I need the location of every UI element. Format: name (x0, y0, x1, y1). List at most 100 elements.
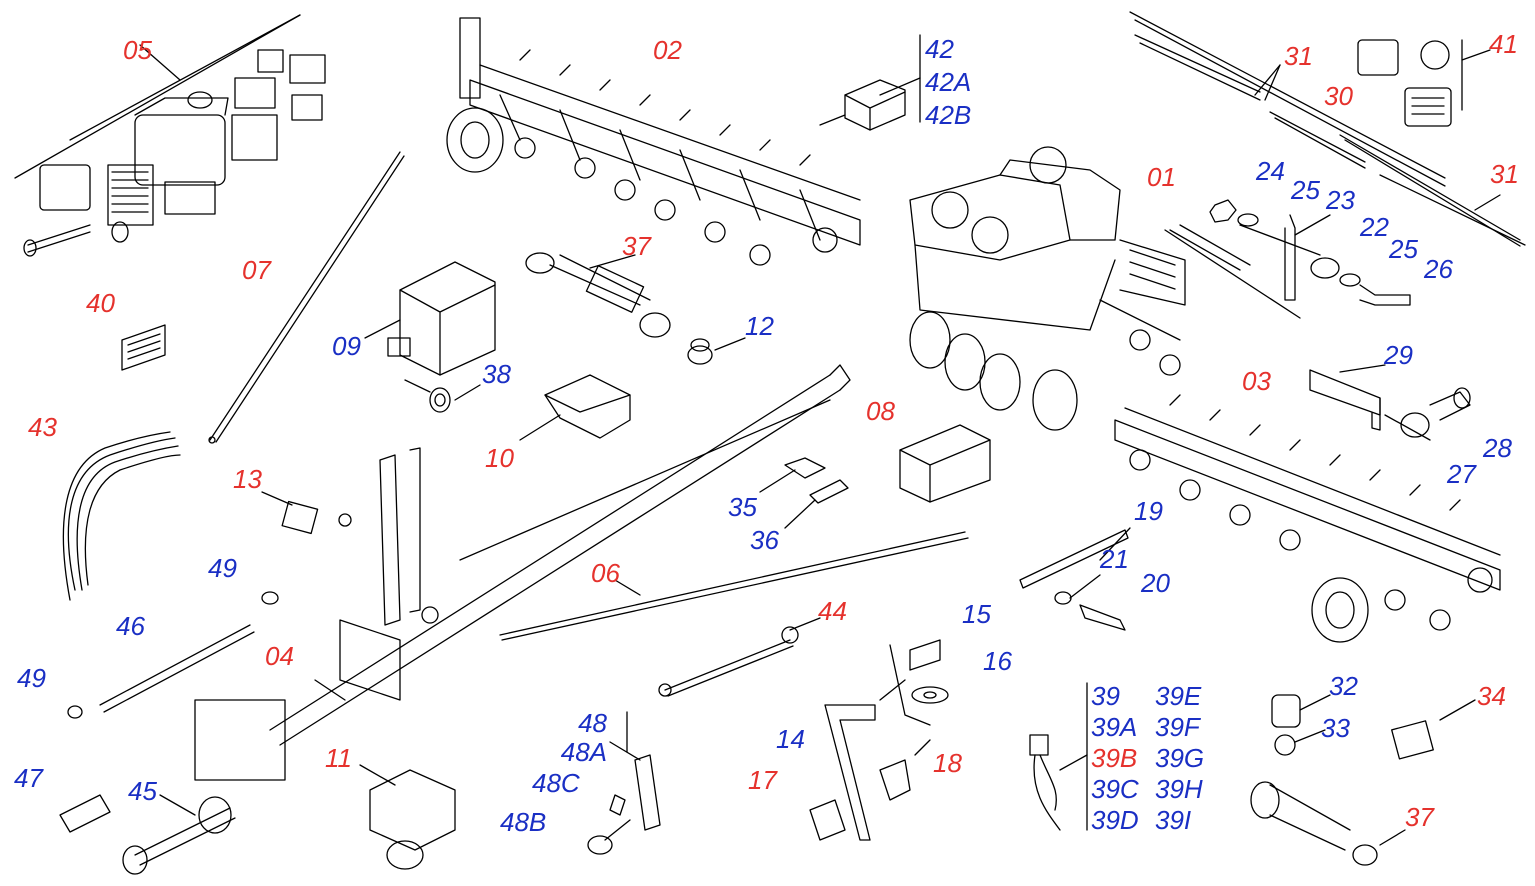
label-42: 42 (925, 34, 954, 64)
part-03-right-wing (1114, 394, 1501, 643)
label-31-top: 31 (1284, 41, 1313, 71)
label-group-39-right: 39E 39F 39G 39H 39I (1155, 681, 1204, 836)
part-32-33-fittings (1271, 694, 1331, 756)
label-39D: 39D (1091, 805, 1139, 835)
label-46: 46 (116, 611, 145, 641)
label-37-bottom: 37 (1405, 802, 1434, 832)
label-09: 09 (332, 331, 361, 361)
label-15: 15 (962, 599, 991, 629)
part-22-26-hardware (1164, 199, 1411, 319)
part-04-hitch-frame (194, 364, 851, 781)
label-48: 48 (578, 708, 607, 738)
label-37-top: 37 (622, 231, 651, 261)
label-49-top: 49 (208, 553, 237, 583)
label-48A: 48A (560, 737, 607, 767)
label-28: 28 (1483, 433, 1512, 463)
label-02: 02 (653, 35, 682, 65)
label-06: 06 (591, 558, 620, 588)
part-13-clamp (261, 491, 352, 535)
label-11: 11 (325, 743, 352, 773)
part-34-sensor (1391, 699, 1476, 760)
label-44: 44 (818, 596, 847, 626)
label-27: 27 (1447, 459, 1476, 489)
label-47: 47 (14, 763, 43, 793)
label-20: 20 (1141, 568, 1170, 598)
part-11-holder (359, 764, 456, 870)
label-41: 41 (1489, 29, 1518, 59)
part-46-49-chain (67, 591, 279, 719)
label-32: 32 (1329, 671, 1358, 701)
label-42A: 42A (925, 67, 972, 97)
label-39F: 39F (1155, 712, 1200, 742)
part-06-rod (499, 531, 969, 641)
label-45: 45 (128, 776, 157, 806)
label-17: 17 (748, 765, 777, 795)
part-10-bracket (519, 374, 631, 441)
part-05-hydraulic-kit (14, 14, 326, 257)
label-39B: 39B (1091, 743, 1138, 773)
label-39: 39 (1091, 681, 1120, 711)
part-09-control-box (364, 261, 496, 376)
label-25-top: 25 (1291, 175, 1320, 205)
label-08: 08 (866, 396, 895, 426)
label-22: 22 (1360, 212, 1389, 242)
label-38: 38 (482, 359, 511, 389)
part-38-coupler (404, 379, 481, 413)
part-27-28-bushing (1384, 387, 1471, 441)
part-14-18-components (809, 639, 949, 841)
label-07: 07 (242, 255, 271, 285)
part-40-decal (121, 324, 166, 371)
label-21: 21 (1100, 544, 1129, 574)
label-29: 29 (1384, 340, 1413, 370)
label-48C: 48C (532, 768, 580, 798)
label-39G: 39G (1155, 743, 1205, 773)
part-12-fitting (687, 337, 746, 365)
part-02-left-wing (446, 17, 861, 266)
label-39H: 39H (1155, 774, 1203, 804)
part-44-turnbuckle (658, 617, 821, 697)
label-48B: 48B (500, 807, 547, 837)
part-01-air-cart (909, 146, 1251, 431)
part-07-rod (208, 151, 405, 444)
label-39E: 39E (1155, 681, 1202, 711)
label-05: 05 (123, 35, 152, 65)
part-42-valve (819, 34, 921, 131)
label-26: 26 (1424, 254, 1453, 284)
part-19-21-bar (1019, 527, 1131, 631)
label-24: 24 (1256, 156, 1285, 186)
label-34: 34 (1477, 681, 1506, 711)
label-39C: 39C (1091, 774, 1139, 804)
part-30-31-strips (1129, 11, 1526, 247)
part-08-box (899, 424, 991, 503)
label-group-42: 42 42A 42B (925, 33, 971, 132)
label-group-39-left: 39 39A 39B 39C 39D (1091, 681, 1139, 836)
label-39I: 39I (1155, 805, 1192, 835)
label-49-bottom: 49 (17, 663, 46, 693)
label-23: 23 (1326, 185, 1355, 215)
label-40: 40 (86, 288, 115, 318)
label-10: 10 (485, 443, 514, 473)
part-37-cylinder-upper (525, 252, 671, 338)
part-39-harness (1029, 682, 1088, 831)
label-25-bottom: 25 (1389, 234, 1418, 264)
label-43: 43 (28, 412, 57, 442)
label-04: 04 (265, 641, 294, 671)
label-group-48: 48 48A (555, 709, 607, 767)
label-19: 19 (1134, 496, 1163, 526)
part-41-monitor (1357, 39, 1491, 127)
label-01: 01 (1147, 162, 1176, 192)
label-30: 30 (1324, 81, 1353, 111)
label-33: 33 (1321, 713, 1350, 743)
part-29-bracket (1309, 364, 1386, 431)
label-12: 12 (745, 311, 774, 341)
label-35: 35 (728, 492, 757, 522)
part-43-hoses (62, 431, 181, 601)
label-16: 16 (983, 646, 1012, 676)
label-31-right: 31 (1490, 159, 1519, 189)
label-14: 14 (776, 724, 805, 754)
part-45-47-pto-shaft (59, 794, 236, 875)
label-18: 18 (933, 748, 962, 778)
label-13: 13 (233, 464, 262, 494)
